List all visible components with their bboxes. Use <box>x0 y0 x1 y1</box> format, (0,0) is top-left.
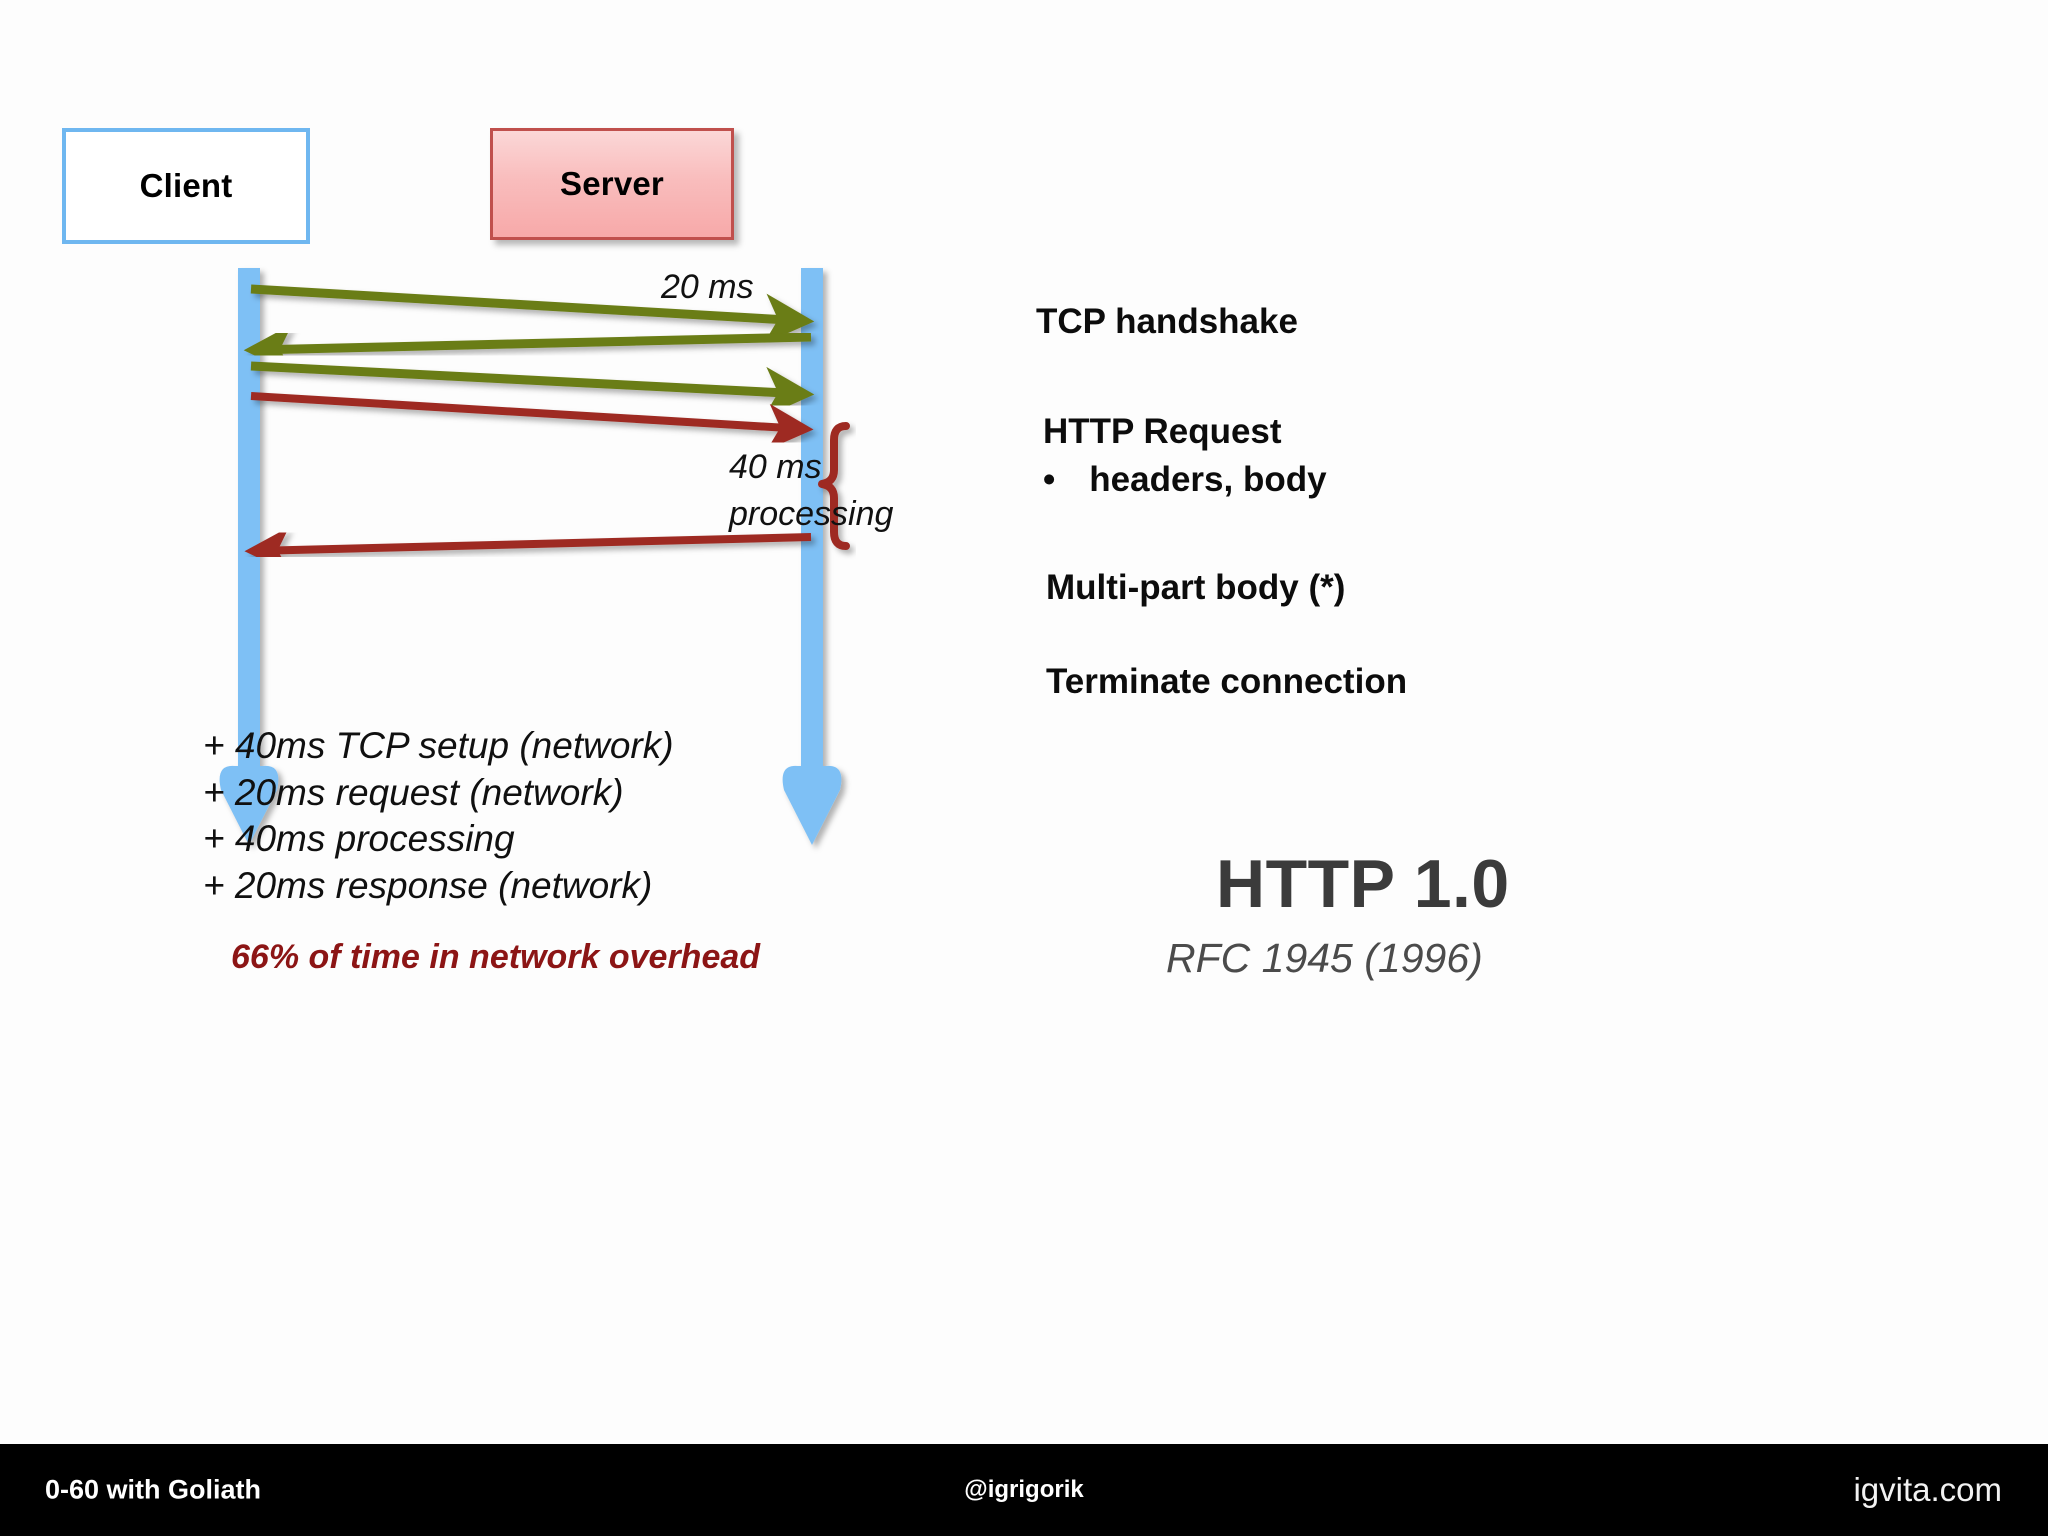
processing-label: 40 ms processing <box>729 444 893 538</box>
bullet-icon: • <box>1043 460 1056 499</box>
cost-line: + 40ms TCP setup (network) <box>203 725 674 766</box>
slide-footer: 0-60 with Goliath @igrigorik igvita.com <box>0 1444 2048 1536</box>
annotation-tcp-handshake: TCP handshake <box>1036 302 1298 341</box>
cost-line: + 20ms response (network) <box>203 864 653 906</box>
server-node-label: Server <box>560 165 664 202</box>
processing-label-line1: 40 ms <box>729 448 822 486</box>
annotation-http-request-bullet: • headers, body <box>1043 460 1327 500</box>
annotation-multipart-body: Multi-part body (*) <box>1046 568 1346 607</box>
protocol-spec: RFC 1945 (1996) <box>1166 935 1483 981</box>
protocol-name: HTTP 1.0 <box>1216 846 1510 922</box>
cost-breakdown-list: + 40ms TCP setup (network) + 20ms reques… <box>203 723 674 909</box>
arrow-ack <box>250 361 815 418</box>
arrow-http-request <box>250 392 814 450</box>
cost-line: + 40ms processing <box>203 818 515 860</box>
arrow-syn-ack <box>243 323 812 375</box>
annotation-terminate-connection: Terminate connection <box>1046 662 1408 701</box>
footer-handle: @igrigorik <box>964 1476 1084 1503</box>
footer-deck-title: 0-60 with Goliath <box>45 1474 262 1505</box>
client-node: Client <box>62 128 310 244</box>
footer-site: igvita.com <box>1853 1471 2002 1508</box>
processing-label-line2: processing <box>729 494 894 533</box>
server-node: Server <box>490 128 734 240</box>
annotation-http-request-bullet-label: headers, body <box>1089 460 1327 499</box>
arrow-http-response <box>244 527 812 574</box>
cost-line: + 20ms request (network) <box>203 771 624 813</box>
server-lifeline <box>782 268 842 845</box>
client-node-label: Client <box>139 167 233 204</box>
network-overhead-summary: 66% of time in network overhead <box>231 938 761 976</box>
latency-label: 20 ms <box>661 268 754 306</box>
annotation-http-request: HTTP Request <box>1043 412 1282 451</box>
